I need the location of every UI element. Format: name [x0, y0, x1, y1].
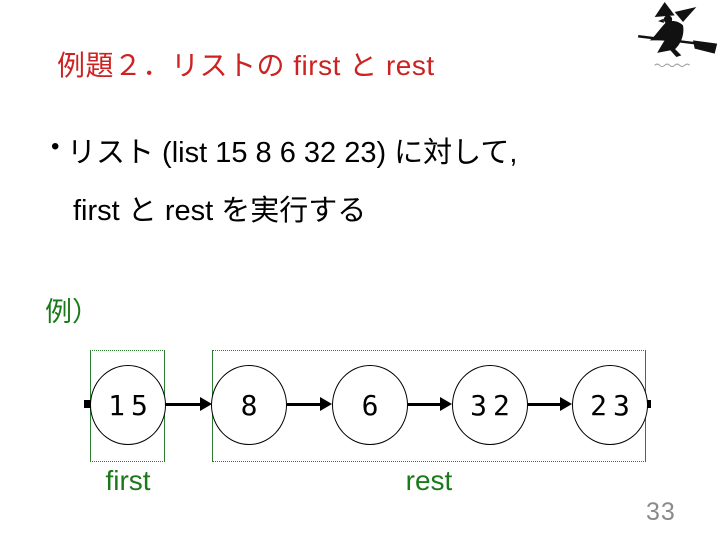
arrowhead-32-to-23	[560, 397, 572, 411]
node-value: 8	[240, 388, 264, 422]
arrowhead-6-to-32	[440, 397, 452, 411]
rest-label: rest	[405, 465, 453, 496]
page-number: 33	[646, 498, 676, 526]
list-node-6: 6	[332, 365, 408, 445]
node-value: 6	[361, 388, 385, 422]
list-node-15: 15	[90, 365, 166, 445]
first-label: first	[105, 465, 151, 496]
slide-title: 例題２．リストの first と rest	[57, 50, 435, 81]
arrow-6-to-32	[408, 403, 441, 406]
body-text-line2: first と rest を実行する	[73, 195, 367, 227]
witch-signature-squiggle	[654, 63, 691, 68]
arrowhead-8-to-6	[320, 397, 332, 411]
arrow-15-to-8	[164, 403, 201, 406]
list-tail-stub	[645, 400, 651, 408]
arrowhead-15-to-8	[200, 397, 212, 411]
list-head-stub	[84, 400, 91, 408]
witch-on-broom-icon	[638, 2, 718, 68]
list-node-8: 8	[211, 365, 287, 445]
arrow-32-to-23	[528, 403, 561, 406]
node-value: 15	[108, 388, 154, 422]
node-value: 32	[470, 388, 516, 422]
example-label: 例）	[45, 297, 99, 327]
bullet-glyph: •	[51, 133, 60, 160]
list-node-23: 23	[572, 365, 648, 445]
node-value: 23	[590, 388, 636, 422]
list-node-32: 32	[452, 365, 528, 445]
arrow-8-to-6	[287, 403, 321, 406]
body-text-line1: リスト (list 15 8 6 32 23) に対して,	[67, 137, 518, 169]
